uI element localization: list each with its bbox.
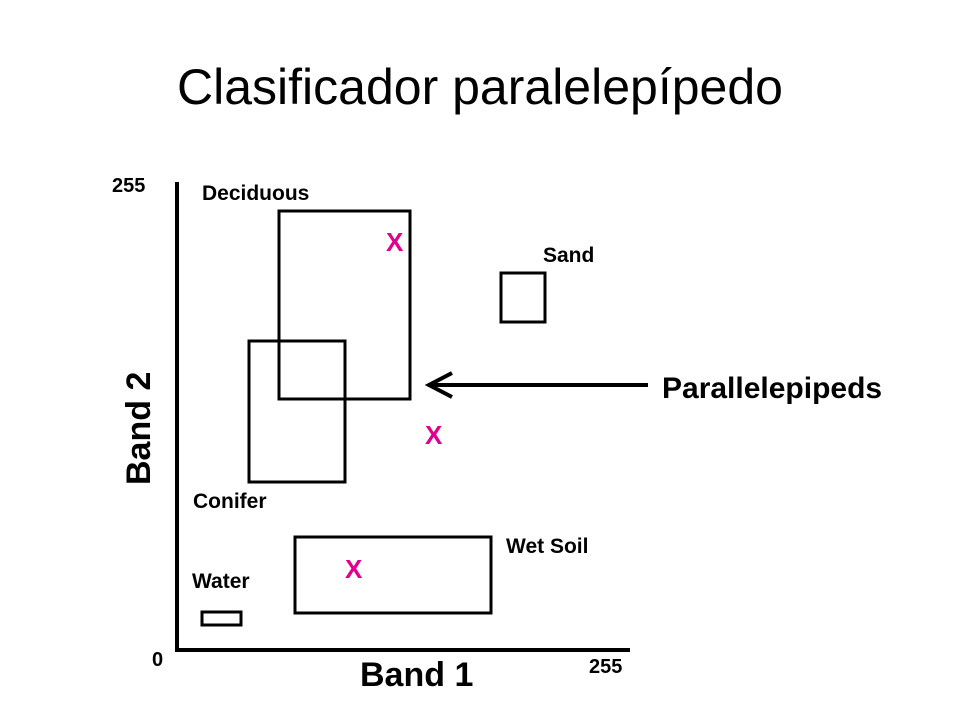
wet-soil-box <box>293 535 493 615</box>
x-axis-label: Band 1 <box>360 656 473 694</box>
deciduous-label: Deciduous <box>202 182 309 205</box>
origin-label: 0 <box>152 649 163 671</box>
marker-x-2: X <box>425 420 443 450</box>
sand-box <box>499 271 547 324</box>
conifer-label: Conifer <box>193 490 267 513</box>
marker-x-3: X <box>345 554 363 584</box>
x-max-label: 255 <box>589 656 622 678</box>
conifer-box <box>247 339 347 484</box>
y-max-label: 255 <box>112 175 145 197</box>
slide-title: Clasificador paralelepípedo <box>177 59 783 115</box>
sand-label: Sand <box>543 244 594 267</box>
annotation-label: Parallelepipeds <box>662 372 882 405</box>
y-axis-label: Band 2 <box>120 372 158 485</box>
arrow-head-icon <box>424 371 453 399</box>
wet-soil-label: Wet Soil <box>506 535 588 558</box>
water-label: Water <box>192 570 250 593</box>
marker-x-1: X <box>386 227 404 257</box>
water-box <box>200 610 243 627</box>
